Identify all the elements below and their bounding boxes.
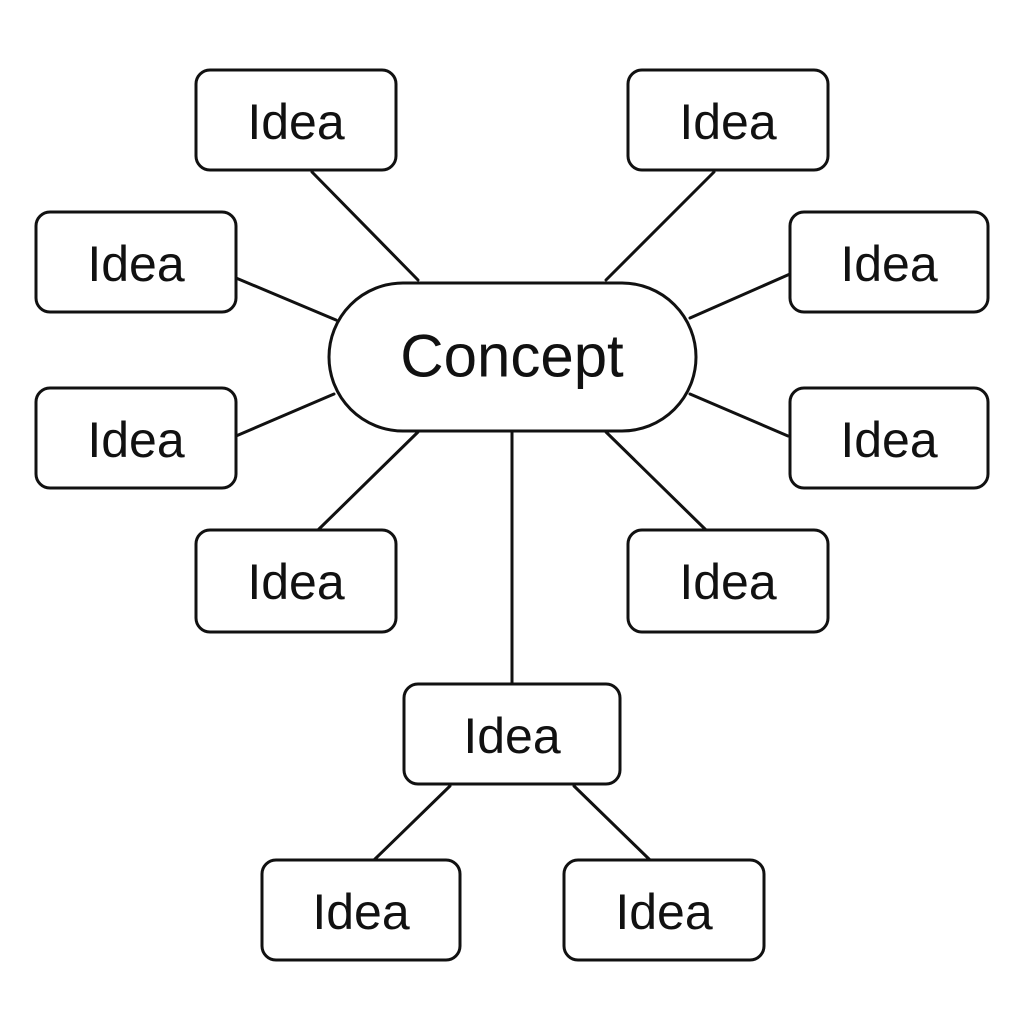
idea-label: Idea [312,884,410,940]
idea-node-upper-left[interactable]: Idea [34,210,238,314]
idea-label: Idea [679,94,777,150]
edges [234,170,792,862]
edge-upper-left [234,276,338,322]
idea-label: Idea [87,412,185,468]
edge-bottom-right [604,430,708,532]
idea-node-lower-right[interactable]: Idea [788,386,990,490]
idea-node-center-bottom[interactable]: Idea [402,682,622,786]
idea-label: Idea [463,708,561,764]
idea-label: Idea [840,236,938,292]
edge-lower-left [234,392,336,438]
edge-lower-right [688,392,790,438]
idea-node-sub-left[interactable]: Idea [260,858,462,962]
idea-node-top-right[interactable]: Idea [626,68,830,172]
idea-label: Idea [615,884,713,940]
idea-label: Idea [247,94,345,150]
edge-top-right [604,170,716,282]
edge-sub-right [572,784,652,862]
idea-node-top-left[interactable]: Idea [194,68,398,172]
idea-node-sub-right[interactable]: Idea [562,858,766,962]
idea-label: Idea [679,554,777,610]
idea-node-bottom-right[interactable]: Idea [626,528,830,634]
idea-node-bottom-left[interactable]: Idea [194,528,398,634]
idea-label: Idea [840,412,938,468]
idea-label: Idea [87,236,185,292]
edge-upper-right [688,272,792,320]
idea-node-upper-right[interactable]: Idea [788,210,990,314]
idea-node-lower-left[interactable]: Idea [34,386,238,490]
concept-label: Concept [400,323,624,390]
idea-label: Idea [247,554,345,610]
edge-top-left [310,170,420,282]
edge-bottom-left [316,430,420,532]
edge-sub-left [372,784,452,862]
concept-node[interactable]: Concept [327,281,698,433]
